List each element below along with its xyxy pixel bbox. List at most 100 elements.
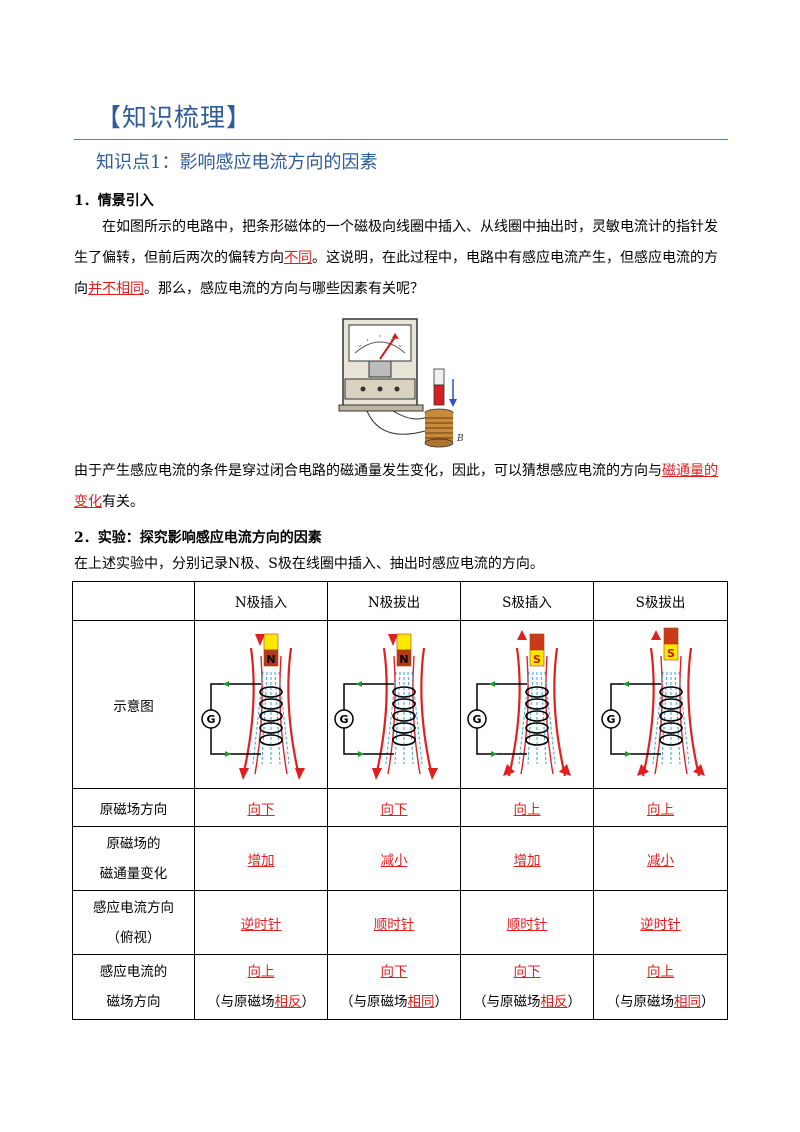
- relation-suffix: ）: [434, 994, 449, 1010]
- magnet-body: [263, 633, 279, 650]
- field-arrow-icon: [239, 767, 249, 780]
- relation-text: （与原磁场相反）: [461, 987, 593, 1017]
- coil-turn: [392, 697, 416, 710]
- answer-cell: 增加: [460, 826, 594, 891]
- answer-text: 相同: [407, 994, 435, 1010]
- answer-cell: 减小: [593, 826, 728, 891]
- field-arrow-icon: [650, 629, 661, 640]
- column-header: S极拔出: [593, 581, 728, 621]
- field-arrow-icon: [255, 633, 265, 646]
- magnet-body: [663, 627, 678, 644]
- experiment-description: 在上述实验中，分别记录N极、S极在线圈中插入、抽出时感应电流的方向。: [74, 556, 544, 572]
- galvanometer-icon: [467, 708, 487, 729]
- field-line: [241, 647, 255, 776]
- field-arrow-icon: [388, 633, 398, 646]
- field-arrow-icon: [559, 763, 571, 776]
- table-row-current-direction: 感应电流方向（俯视） 逆时针 顺时针 顺时针 逆时针: [72, 890, 728, 955]
- galvanometer-apparatus-figure: B: [338, 318, 464, 448]
- coil-diagram-s-insert: SG: [467, 629, 571, 776]
- row-label-line: 磁场方向: [106, 994, 161, 1010]
- induced-field-line: [385, 671, 397, 764]
- coil-turn: [658, 697, 683, 710]
- magnet-pole-label: N: [266, 653, 275, 666]
- field-arrow-icon: [636, 763, 649, 776]
- row-label-line: 原磁场的: [106, 835, 161, 852]
- answer-cell: 顺时针: [327, 890, 461, 955]
- row-label-line: （俯视）: [106, 929, 161, 946]
- coil-diagram-n-insert: NG: [201, 633, 305, 780]
- field-line: [653, 655, 663, 774]
- magnet-body: [396, 633, 412, 650]
- row-label: 感应电流方向（俯视）: [72, 890, 195, 955]
- answer-cell: 向下: [327, 788, 461, 827]
- induced-field-cell: 向上 （与原磁场相反）: [194, 954, 328, 1020]
- field-arrow-icon: [517, 629, 527, 640]
- intro-text-c: 。那么，感应电流的方向与哪些因素有关呢？: [144, 281, 424, 297]
- coil-turn: [658, 709, 683, 722]
- field-line: [420, 647, 434, 776]
- coil-turn: [525, 685, 549, 698]
- row-label: 感应电流的磁场方向: [72, 954, 195, 1020]
- coil-turn: [392, 709, 416, 722]
- answer-cell: 逆时针: [194, 890, 328, 955]
- induced-field-line: [652, 671, 663, 764]
- answer-cell: 减小: [327, 826, 461, 891]
- hypothesis-text-b: 有关。: [102, 494, 144, 510]
- induced-field-line: [544, 671, 556, 764]
- field-line: [287, 647, 301, 776]
- induced-field-cell: 向上（与原磁场相同）: [593, 954, 728, 1020]
- coil-turn: [259, 721, 283, 734]
- answer-text: 向上: [247, 964, 275, 980]
- field-line: [279, 655, 288, 774]
- relation-prefix: （与原磁场: [606, 994, 675, 1010]
- current-arrow-icon: [223, 680, 229, 687]
- table-header-row: N极插入 N极拔出 S极插入 S极拔出: [72, 581, 728, 621]
- answer-blank: 并不相同: [88, 281, 144, 297]
- field-line: [641, 647, 655, 776]
- column-header: N极拔出: [327, 581, 461, 621]
- induced-field-line: [518, 671, 530, 764]
- answer-cell: 逆时针: [593, 890, 728, 955]
- relation-prefix: （与原磁场: [207, 994, 275, 1010]
- coil-turn: [392, 733, 416, 746]
- coil-turn: [392, 685, 416, 698]
- coil-turn: [525, 733, 549, 746]
- coil-turn: [658, 721, 683, 734]
- answer-cell: 向上: [460, 788, 594, 827]
- coil-turn: [259, 709, 283, 722]
- current-arrow-icon: [358, 750, 364, 757]
- row-label-line: 磁通量变化: [99, 865, 168, 882]
- magnet-pole-label: S: [667, 647, 675, 660]
- row-label: 原磁场方向: [72, 788, 195, 827]
- field-line: [520, 655, 529, 774]
- induced-field-line: [411, 671, 423, 764]
- current-arrow-icon: [489, 680, 495, 687]
- experiment-heading: 2．实验：探究影响感应电流方向的因素: [74, 530, 322, 546]
- answer-text: 相同: [674, 994, 701, 1010]
- field-line: [553, 647, 567, 776]
- galvanometer-label: G: [339, 713, 348, 726]
- coil-diagram-s-withdraw: SG: [600, 627, 705, 776]
- galvanometer-label: G: [606, 713, 615, 726]
- title-divider: [74, 139, 728, 140]
- answer-text: 向下: [380, 964, 408, 980]
- relation-prefix: （与原磁场: [473, 994, 541, 1010]
- relation-text: （与原磁场相同）: [594, 987, 727, 1017]
- galvanometer-icon: [201, 708, 221, 729]
- field-line: [507, 647, 521, 776]
- field-line: [686, 647, 700, 776]
- relation-suffix: ）: [301, 994, 316, 1010]
- intro-text-b: 。这说明，在此过程中，电路中有感应电流产生，但感应电流的方向: [74, 250, 718, 297]
- galvanometer-label: G: [472, 713, 481, 726]
- relation-text: （与原磁场相同）: [328, 987, 460, 1017]
- answer-blank: 不同: [284, 250, 312, 266]
- coil-turn: [259, 685, 283, 698]
- intro-heading: 1．情景引入: [74, 193, 154, 209]
- induced-field-line: [252, 671, 264, 764]
- coil-turn: [658, 685, 683, 698]
- answer-text: 相反: [274, 994, 302, 1010]
